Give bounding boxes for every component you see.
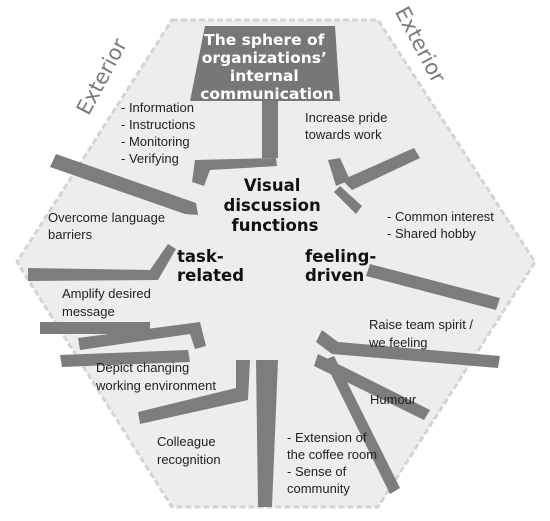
divider-left-6 [138,360,250,424]
sphere-title-line: organizations’ [202,49,327,67]
colleague-recognition: Colleague recognition [157,434,221,467]
item-line: towards work [305,127,382,142]
section-dividers [28,95,500,507]
list-line: - Verifying [121,151,179,166]
center-title-line: functions [232,216,319,235]
item-line: message [62,304,115,319]
sphere-title-line: communication [200,85,334,103]
item-line: recognition [157,452,221,467]
depict-changing-environment: Depict changing working environment [95,360,216,393]
item-line: Increase pride [305,110,387,125]
feeling-driven-label: feeling- driven [305,247,382,285]
divider-right-5 [316,330,500,368]
list-line: - Instructions [121,117,196,132]
divider-left-4 [78,322,206,350]
task-related-line: related [177,266,244,285]
divider-right-3 [334,186,362,214]
item-line: we feeling [368,335,428,350]
divider-right-4 [366,264,500,310]
feeling-driven-line: driven [305,266,364,285]
sphere-title-box [190,26,340,101]
list-line: - Sense of [287,464,347,479]
divider-bottom-center [256,360,278,507]
task-related-label: task- related [177,247,244,285]
item-line: Overcome language [48,210,165,225]
divider-right-6 [314,354,430,420]
increase-pride: Increase pride towards work [305,110,391,142]
list-line: the coffee room [287,447,377,462]
divider-left-1 [50,154,198,215]
list-line: - Shared hobby [387,226,476,241]
divider-left-3 [40,322,150,334]
info-instructions-group: - Information - Instructions - Monitorin… [121,100,199,166]
raise-team-spirit: Raise team spirit / we feeling [368,317,477,350]
item-line: Humour [370,392,417,407]
center-title: Visual discussion functions [224,176,327,235]
divider-left-5 [60,350,190,367]
center-title-line: discussion [224,196,321,215]
coffee-room-group: - Extension of the coffee room - Sense o… [287,430,381,496]
humour: Humour [370,392,417,407]
title-connector-bar [262,95,278,158]
outer-hexagon [15,18,537,509]
item-line: working environment [95,378,216,393]
item-line: Raise team spirit / [369,317,473,332]
inner-top-left-bracket [192,158,277,186]
divider-left-2 [28,244,176,281]
divider-bottom-right [324,356,400,494]
divider-right-2 [342,148,420,190]
common-interest-group: - Common interest - Shared hobby [387,209,498,241]
list-line: - Extension of [287,430,367,445]
sphere-title-line: The sphere of [204,31,325,49]
list-line: community [287,481,350,496]
list-line: - Common interest [387,209,494,224]
item-line: Colleague [157,434,216,449]
list-line: - Information [121,100,194,115]
list-line: - Monitoring [121,134,190,149]
center-title-line: Visual [244,176,301,195]
item-line: Depict changing [96,360,189,375]
overcome-language-barriers: Overcome language barriers [48,210,169,242]
item-line: Amplify desired [62,286,151,301]
feeling-driven-line: feeling- [305,247,376,266]
sphere-title: The sphere of organizations’ internal co… [200,31,334,103]
item-line: barriers [48,227,93,242]
task-related-line: task- [177,247,224,266]
amplify-desired-message: Amplify desired message [62,286,155,319]
sphere-title-line: internal [230,67,299,85]
